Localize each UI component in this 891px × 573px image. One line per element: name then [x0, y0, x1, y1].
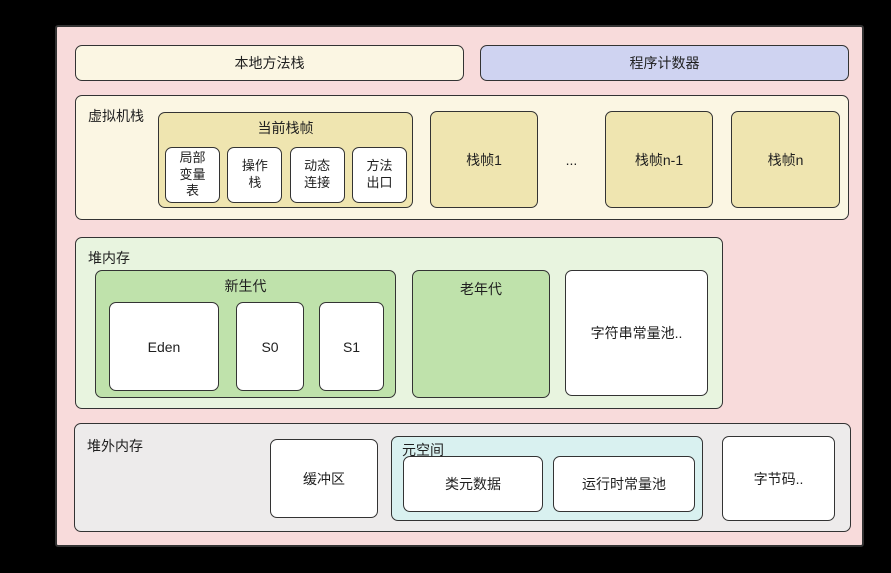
stack-frame-n-box: 栈帧n — [731, 111, 840, 208]
current-stack-frame-title: 当前栈帧 — [257, 120, 314, 136]
young-generation-title: 新生代 — [224, 278, 267, 294]
buffer-box: 缓冲区 — [270, 439, 378, 518]
string-constant-pool-label: 字符串常量池.. — [590, 325, 683, 341]
s0-box: S0 — [236, 302, 304, 391]
offheap-section: 堆外内存 缓冲区 元空间 类元数据 运行时常量池 字节码.. — [74, 423, 851, 532]
s1-label: S1 — [342, 338, 361, 355]
program-counter-label: 程序计数器 — [629, 55, 700, 71]
current-frame-slots: 局部变量表 操作栈 动态连接 方法出口 — [165, 147, 407, 203]
slot-label: 动态连接 — [304, 158, 331, 190]
s0-label: S0 — [261, 338, 279, 355]
current-stack-frame-box: 当前栈帧 局部变量表 操作栈 动态连接 方法出口 — [158, 112, 413, 208]
eden-label: Eden — [147, 338, 181, 355]
class-metadata-label: 类元数据 — [445, 476, 501, 492]
buffer-label: 缓冲区 — [303, 470, 345, 487]
bytecode-label: 字节码.. — [753, 470, 804, 487]
runtime-constant-pool-label: 运行时常量池 — [582, 476, 666, 492]
heap-label: 堆内存 — [88, 250, 130, 266]
string-constant-pool-box: 字符串常量池.. — [565, 270, 708, 396]
stack-frame-n-1-label: 栈帧n-1 — [634, 151, 684, 168]
metaspace-label: 元空间 — [402, 442, 444, 458]
metaspace-box: 元空间 类元数据 运行时常量池 — [391, 436, 703, 521]
stack-frame-1-box: 栈帧1 — [430, 111, 538, 208]
young-generation-box: 新生代 Eden S0 S1 — [95, 270, 396, 398]
bytecode-box: 字节码.. — [722, 436, 835, 521]
slot-label: 操作栈 — [241, 158, 268, 190]
slot-method-exit: 方法出口 — [351, 147, 407, 203]
heap-section: 堆内存 新生代 Eden S0 S1 老年代 字符串常量池.. — [75, 237, 723, 409]
vm-stack-label: 虚拟机栈 — [88, 108, 144, 124]
old-generation-title: 老年代 — [460, 281, 502, 297]
slot-dynamic-linking: 动态连接 — [289, 147, 345, 203]
stack-frame-1-label: 栈帧1 — [466, 151, 502, 168]
s1-box: S1 — [319, 302, 384, 391]
runtime-constant-pool-box: 运行时常量池 — [553, 456, 695, 512]
native-method-stack-label: 本地方法栈 — [234, 55, 305, 71]
slot-label: 局部变量表 — [179, 149, 206, 199]
native-method-stack-box: 本地方法栈 — [75, 45, 464, 81]
stack-frame-n-label: 栈帧n — [767, 151, 804, 168]
slot-label: 方法出口 — [366, 158, 393, 190]
offheap-label: 堆外内存 — [87, 438, 143, 454]
old-generation-box: 老年代 — [412, 270, 550, 398]
slot-local-variable-table: 局部变量表 — [165, 147, 220, 203]
stack-frame-n-1-box: 栈帧n-1 — [605, 111, 713, 208]
frames-ellipsis: ... — [565, 151, 578, 168]
jvm-memory-diagram: 本地方法栈 程序计数器 虚拟机栈 当前栈帧 局部变量表 操作栈 动态连接 方法出… — [55, 25, 864, 547]
class-metadata-box: 类元数据 — [403, 456, 543, 512]
vm-stack-section: 虚拟机栈 当前栈帧 局部变量表 操作栈 动态连接 方法出口 栈帧1 .. — [75, 95, 849, 220]
program-counter-box: 程序计数器 — [480, 45, 849, 81]
eden-box: Eden — [109, 302, 219, 391]
slot-operand-stack: 操作栈 — [227, 147, 283, 203]
